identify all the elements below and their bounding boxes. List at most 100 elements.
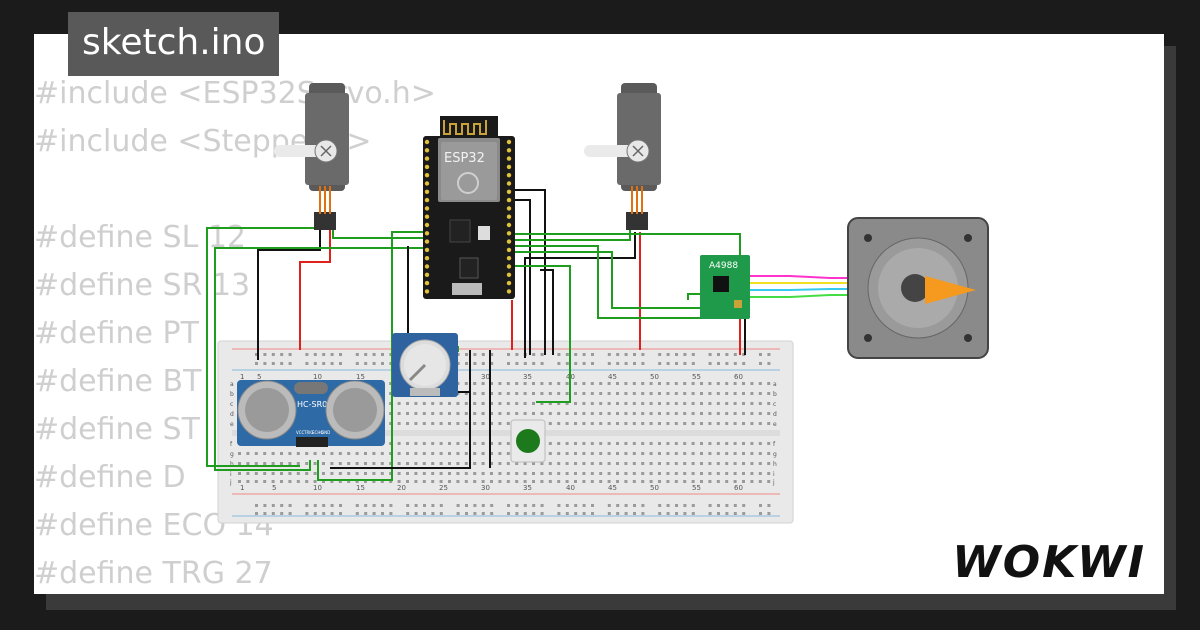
breadboard-hole [473,382,477,385]
esp32-pin [506,272,512,277]
breadboard-hole [725,422,729,425]
breadboard-hole [271,452,275,455]
breadboard-hole [381,353,384,356]
breadboard-hole [616,353,620,356]
breadboard-hole [347,472,351,475]
breadboard-column-numbers-bottom: 1 5 10 15 20 25 30 35 40 45 50 55 60 [240,484,743,492]
breadboard-hole [591,512,594,515]
breadboard-hole [716,452,720,455]
wire-black [512,189,546,355]
breadboard-hole [675,362,678,365]
breadboard-hole [532,402,535,405]
breadboard-hole [725,504,729,507]
breadboard-hole [448,452,451,455]
breadboard-hole [381,512,384,515]
breadboard-hole [691,353,695,356]
breadboard-hole [540,362,544,365]
breadboard-hole [288,353,292,356]
breadboard-hole [322,362,326,365]
breadboard-hole [599,442,603,445]
breadboard-hole [582,504,586,507]
breadboard-hole [397,402,401,405]
breadboard-hole [607,392,611,395]
sketch-tab[interactable]: sketch.ino [68,12,280,76]
breadboard-hole [523,472,527,475]
breadboard-hole [708,362,712,365]
breadboard-hole [616,462,619,465]
column-number: 10 [313,484,322,492]
code-line: #define PT [34,316,199,351]
breadboard-hole [523,412,527,415]
esp32-pin [506,189,512,194]
breadboard-hole [523,462,527,465]
breadboard-hole [708,353,712,356]
breadboard-hole [523,504,527,507]
breadboard-hole [616,412,619,415]
breadboard-hole [641,382,645,385]
breadboard-hole [330,452,334,455]
sensor-pin-label: VCC [296,430,305,435]
breadboard-hole [464,462,468,465]
breadboard-hole [439,480,443,483]
breadboard-hole [624,462,628,465]
breadboard-hole [322,472,325,475]
breadboard-hole [557,353,561,356]
breadboard-hole [708,402,712,405]
breadboard-hole [364,362,368,365]
a4988-driver: A4988 [700,255,750,319]
sensor-pin-label: GND [321,430,330,435]
breadboard-hole [523,480,527,483]
breadboard-hole [414,512,418,515]
breadboard-hole [339,353,342,356]
breadboard-hole [473,402,477,405]
breadboard-hole [481,422,485,425]
breadboard-hole [431,422,435,425]
breadboard-hole [607,452,611,455]
breadboard-hole [481,362,485,365]
breadboard-hole [481,512,485,515]
breadboard-hole [725,472,729,475]
esp32-pin [506,214,512,219]
breadboard-hole [759,512,762,515]
breadboard-hole [322,512,326,515]
breadboard-hole [716,462,720,465]
breadboard-hole [280,472,283,475]
breadboard-hole [431,512,435,515]
breadboard-hole [742,504,746,507]
breadboard-hole [532,480,535,483]
breadboard-hole [750,382,754,385]
breadboard-hole [708,392,712,395]
esp32-pin [424,272,430,277]
breadboard-hole [767,512,771,515]
breadboard-hole [238,472,241,475]
breadboard-hole [716,442,720,445]
breadboard-hole [624,382,628,385]
breadboard-hole [540,472,544,475]
wire-black [330,350,471,469]
breadboard-hole [439,504,443,507]
breadboard-hole [750,412,754,415]
wire-red [299,230,331,350]
breadboard-hole [641,480,645,483]
esp32-pin [424,189,430,194]
row-letter: f [773,441,776,448]
esp32-pin [506,148,512,153]
breadboard-hole [666,512,670,515]
sensor-pin-label: ECHO [312,430,323,435]
breadboard-hole [355,452,359,455]
potentiometer [392,333,458,397]
esp32-pin [424,156,430,161]
breadboard-hole [431,480,435,483]
breadboard-hole [515,512,519,515]
breadboard-hole [515,362,519,365]
breadboard-hole [355,362,359,365]
sensor-label: HC-SR04 [297,400,332,409]
breadboard-hole [700,382,703,385]
breadboard-hole [263,362,267,365]
breadboard-hole [473,472,477,475]
breadboard-hole [414,452,418,455]
breadboard-hole [448,412,451,415]
breadboard-hole [507,512,510,515]
breadboard-hole [717,512,720,515]
breadboard-hole [632,422,636,425]
